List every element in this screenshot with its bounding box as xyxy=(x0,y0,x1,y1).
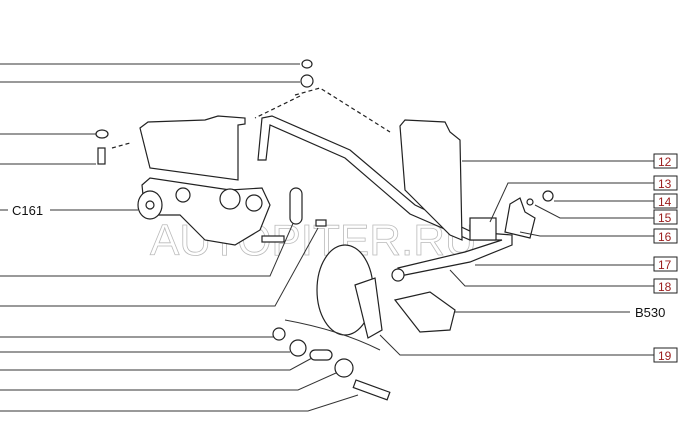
reference-label-c161: C161 xyxy=(12,203,43,218)
svg-text:17: 17 xyxy=(658,258,672,272)
svg-text:13: 13 xyxy=(658,177,672,191)
callout-15[interactable]: 15 xyxy=(653,209,678,225)
pressure-regulator-assembly xyxy=(137,115,327,246)
callout-12[interactable]: 12 xyxy=(653,153,678,169)
callout-17[interactable]: 17 xyxy=(653,256,678,272)
callout-14[interactable]: 14 xyxy=(653,193,678,209)
washer-icon xyxy=(526,198,534,206)
nut-icon xyxy=(542,190,554,202)
washer-icon xyxy=(301,59,313,69)
nut-icon xyxy=(300,74,314,88)
washer-icon xyxy=(95,129,109,139)
svg-text:14: 14 xyxy=(658,195,672,209)
callout-16[interactable]: 16 xyxy=(653,228,678,244)
link-plate xyxy=(354,277,383,339)
mounting-bracket xyxy=(399,119,463,241)
callout-19[interactable]: 19 xyxy=(653,347,678,363)
reference-label-b530: B530 xyxy=(635,305,665,320)
right-leader-lines xyxy=(379,160,654,356)
svg-text:16: 16 xyxy=(658,230,672,244)
callout-13[interactable]: 13 xyxy=(653,175,678,191)
svg-text:15: 15 xyxy=(658,211,672,225)
bushing-icon xyxy=(469,217,497,241)
callout-18[interactable]: 18 xyxy=(653,278,678,294)
bolt-icon xyxy=(97,147,106,165)
svg-text:19: 19 xyxy=(658,349,672,363)
svg-text:12: 12 xyxy=(658,155,672,169)
left-leader-lines xyxy=(0,63,359,412)
svg-text:18: 18 xyxy=(658,280,672,294)
clamp-icon xyxy=(504,197,536,239)
